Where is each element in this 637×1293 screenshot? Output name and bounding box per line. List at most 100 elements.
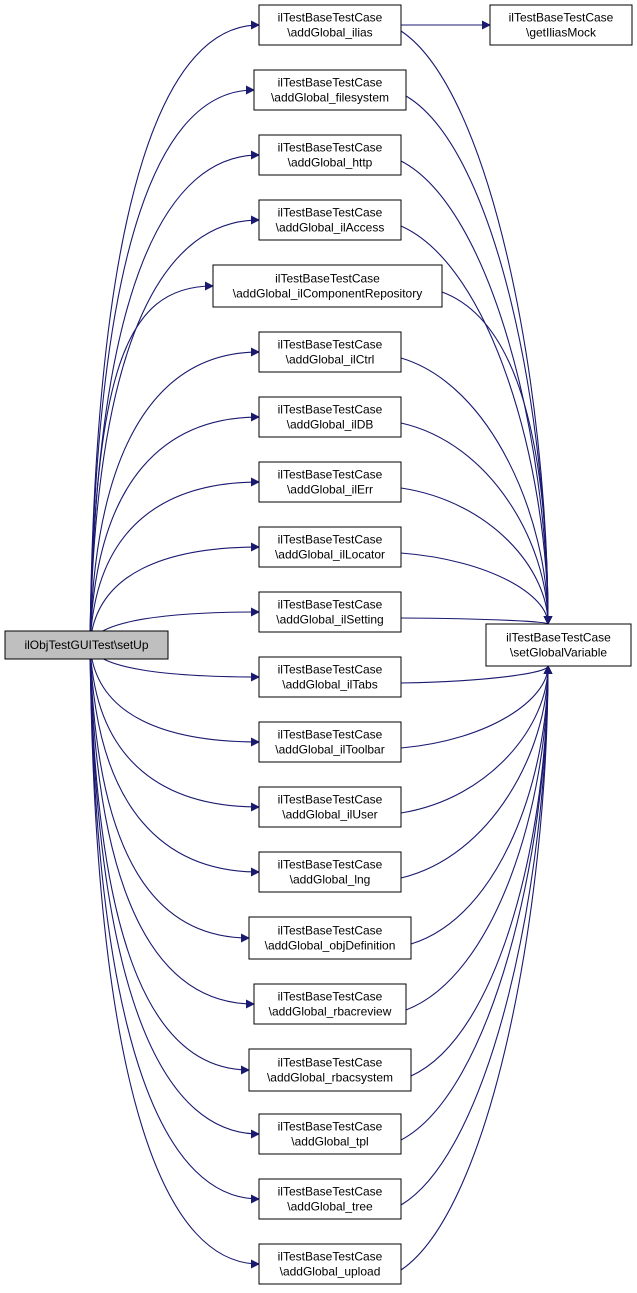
- node-objdef-label-line-0: ilTestBaseTestCase: [278, 924, 383, 938]
- edge-locator-to-setglobal: [400, 552, 553, 625]
- node-ilias-label-line-1: \addGlobal_ilias: [287, 26, 372, 40]
- nodes-layer: ilObjTestGUITest\setUp ilTestBaseTestCase…: [4, 4, 633, 1285]
- node-upload-box: [258, 1243, 402, 1285]
- node-access-label-line-0: ilTestBaseTestCase: [278, 206, 383, 220]
- node-setglobal[interactable]: ilTestBaseTestCase\setGlobalVariable: [485, 623, 632, 667]
- node-comprepo-label-line-1: \addGlobal_ilComponentRepository: [233, 287, 422, 301]
- node-ctrl-box: [258, 331, 402, 373]
- edge-objdef-to-setglobal: [410, 665, 553, 945]
- edge-root-to-comprepo: [89, 281, 214, 646]
- node-ilias[interactable]: ilTestBaseTestCase\addGlobal_ilias: [258, 4, 402, 46]
- node-objdef-label-line-1: \addGlobal_objDefinition: [265, 939, 396, 953]
- node-err-box: [258, 461, 402, 503]
- edge-tabs-to-setglobal: [400, 665, 553, 684]
- node-setting-box: [258, 591, 402, 633]
- node-lng-box: [258, 851, 402, 893]
- node-rbacreview-box: [253, 983, 407, 1025]
- node-toolbar-label-line-1: \addGlobal_ilToolbar: [275, 743, 384, 757]
- edge-rbacsystem-to-setglobal: [410, 665, 553, 1077]
- edge-root-to-ilias: [89, 20, 260, 646]
- node-access[interactable]: ilTestBaseTestCase\addGlobal_ilAccess: [258, 199, 402, 241]
- node-filesystem-label-line-0: ilTestBaseTestCase: [278, 76, 383, 90]
- node-http-box: [258, 134, 402, 176]
- edge-toolbar-to-setglobal: [400, 665, 553, 749]
- node-db-box: [258, 396, 402, 438]
- node-setglobal-label-line-1: \setGlobalVariable: [510, 646, 607, 660]
- edge-root-to-objdef: [89, 644, 250, 943]
- edge-root-to-db: [89, 412, 260, 646]
- node-tree[interactable]: ilTestBaseTestCase\addGlobal_tree: [258, 1178, 402, 1220]
- node-comprepo[interactable]: ilTestBaseTestCase\addGlobal_ilComponent…: [212, 264, 443, 308]
- node-setting[interactable]: ilTestBaseTestCase\addGlobal_ilSetting: [258, 591, 402, 633]
- node-locator[interactable]: ilTestBaseTestCase\addGlobal_ilLocator: [258, 526, 402, 568]
- edge-ctrl-to-setglobal: [400, 357, 553, 625]
- node-objdef[interactable]: ilTestBaseTestCase\addGlobal_objDefiniti…: [248, 916, 412, 960]
- node-rbacreview-label-line-1: \addGlobal_rbacreview: [269, 1005, 392, 1019]
- node-rbacreview-label-line-0: ilTestBaseTestCase: [278, 990, 383, 1004]
- edge-access-to-setglobal: [400, 225, 553, 625]
- edge-root-to-rbacreview: [89, 644, 255, 1009]
- node-tpl-box: [258, 1113, 402, 1155]
- node-tree-box: [258, 1178, 402, 1220]
- node-tabs-label-line-0: ilTestBaseTestCase: [278, 663, 383, 677]
- node-http[interactable]: ilTestBaseTestCase\addGlobal_http: [258, 134, 402, 176]
- edge-root-to-lng: [89, 644, 260, 877]
- node-db[interactable]: ilTestBaseTestCase\addGlobal_ilDB: [258, 396, 402, 438]
- node-toolbar[interactable]: ilTestBaseTestCase\addGlobal_ilToolbar: [258, 721, 402, 763]
- node-user-label-line-1: \addGlobal_ilUser: [282, 808, 377, 822]
- node-tpl-label-line-1: \addGlobal_tpl: [291, 1135, 368, 1149]
- node-tree-label-line-1: \addGlobal_tree: [287, 1200, 373, 1214]
- node-setting-label-line-1: \addGlobal_ilSetting: [276, 613, 383, 627]
- edge-tree-to-setglobal: [400, 665, 553, 1206]
- node-mock[interactable]: ilTestBaseTestCase\getIliasMock: [489, 4, 633, 46]
- edge-tpl-to-setglobal: [400, 665, 553, 1141]
- edge-root-to-tree: [89, 644, 260, 1204]
- node-tpl[interactable]: ilTestBaseTestCase\addGlobal_tpl: [258, 1113, 402, 1155]
- node-rbacreview[interactable]: ilTestBaseTestCase\addGlobal_rbacreview: [253, 983, 407, 1025]
- node-http-label-line-1: \addGlobal_http: [288, 156, 373, 170]
- node-lng-label-line-0: ilTestBaseTestCase: [278, 858, 383, 872]
- node-setglobal-label-line-0: ilTestBaseTestCase: [506, 631, 611, 645]
- edge-root-to-toolbar: [89, 644, 260, 747]
- node-tree-label-line-0: ilTestBaseTestCase: [278, 1185, 383, 1199]
- edge-db-to-setglobal: [400, 422, 553, 625]
- node-tabs[interactable]: ilTestBaseTestCase\addGlobal_ilTabs: [258, 656, 402, 698]
- edge-err-to-setglobal: [400, 487, 553, 625]
- node-root[interactable]: ilObjTestGUITest\setUp: [4, 630, 169, 660]
- node-filesystem-box: [253, 69, 407, 111]
- node-root-label-line-0: ilObjTestGUITest\setUp: [24, 638, 148, 652]
- node-err[interactable]: ilTestBaseTestCase\addGlobal_ilErr: [258, 461, 402, 503]
- node-setting-label-line-0: ilTestBaseTestCase: [278, 598, 383, 612]
- node-mock-label-line-0: ilTestBaseTestCase: [509, 11, 614, 25]
- node-ctrl[interactable]: ilTestBaseTestCase\addGlobal_ilCtrl: [258, 331, 402, 373]
- edge-root-to-http: [89, 150, 260, 646]
- node-setglobal-box: [485, 623, 632, 667]
- node-ilias-box: [258, 4, 402, 46]
- node-tabs-label-line-1: \addGlobal_ilTabs: [282, 678, 377, 692]
- node-locator-label-line-0: ilTestBaseTestCase: [278, 533, 383, 547]
- edge-rbacreview-to-setglobal: [405, 665, 553, 1011]
- node-root-box: [4, 630, 169, 660]
- node-rbacsystem[interactable]: ilTestBaseTestCase\addGlobal_rbacsystem: [248, 1048, 412, 1092]
- edge-user-to-setglobal: [400, 665, 553, 814]
- edge-root-to-rbacsystem: [89, 644, 250, 1075]
- edge-lng-to-setglobal: [400, 665, 553, 879]
- node-objdef-box: [248, 916, 412, 960]
- edge-ilias-to-setglobal: [400, 30, 553, 625]
- edge-root-to-ctrl: [89, 347, 260, 646]
- edge-comprepo-to-setglobal: [441, 291, 553, 625]
- node-filesystem-label-line-1: \addGlobal_filesystem: [271, 91, 389, 105]
- node-lng[interactable]: ilTestBaseTestCase\addGlobal_lng: [258, 851, 402, 893]
- node-user[interactable]: ilTestBaseTestCase\addGlobal_ilUser: [258, 786, 402, 828]
- node-http-label-line-0: ilTestBaseTestCase: [278, 141, 383, 155]
- edges-layer: [89, 20, 553, 1271]
- node-access-label-line-1: \addGlobal_ilAccess: [276, 221, 385, 235]
- edge-root-to-locator: [89, 542, 260, 646]
- node-upload[interactable]: ilTestBaseTestCase\addGlobal_upload: [258, 1243, 402, 1285]
- node-ctrl-label-line-1: \addGlobal_ilCtrl: [286, 353, 375, 367]
- node-filesystem[interactable]: ilTestBaseTestCase\addGlobal_filesystem: [253, 69, 407, 111]
- node-toolbar-box: [258, 721, 402, 763]
- node-db-label-line-1: \addGlobal_ilDB: [287, 418, 374, 432]
- node-upload-label-line-0: ilTestBaseTestCase: [278, 1250, 383, 1264]
- edge-root-to-err: [89, 477, 260, 646]
